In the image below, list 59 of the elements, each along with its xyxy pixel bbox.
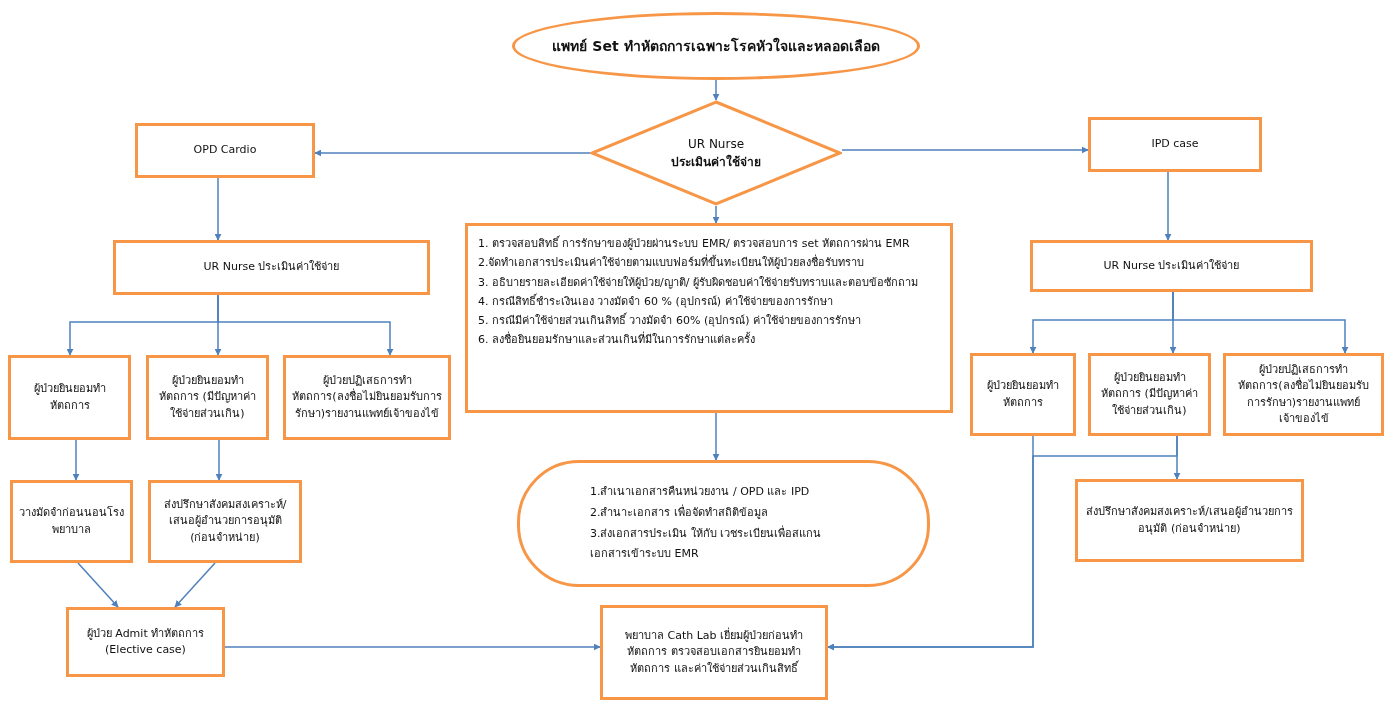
process-box <box>1223 353 1384 436</box>
box-label: ผู้ป่วยยินยอมทำหัตถการ <box>32 381 107 414</box>
arrow <box>214 177 222 241</box>
box-label: ผู้ป่วยยินยอมทำหัตถการ (มีปัญหาค่าใช้จ่ายส่วนเกิน) <box>158 372 257 422</box>
list-item: 3.ส่งเอกสารประเมิน ให้กับ เวชระเบียนเพื่อสแกนเอกสารเข้าระบบ EMR <box>590 524 823 563</box>
list-item: 1.สำเนาเอกสารคืนหน่วยงาน / OPD และ IPD <box>590 483 810 500</box>
process-box <box>970 353 1076 436</box>
process-box <box>146 355 269 440</box>
process-box <box>113 240 430 295</box>
box-label: ผู้ป่วยยินยอมทำหัตถการ (มีปัญหาค่าใช้จ่ายส่วนเกิน) <box>1100 369 1199 419</box>
arrow <box>712 412 720 461</box>
arrow <box>224 643 601 651</box>
process-box <box>1088 353 1211 436</box>
process-box <box>66 607 225 677</box>
process-box <box>1088 117 1262 172</box>
arrow <box>77 562 119 608</box>
arrow <box>1172 291 1349 354</box>
box-label: พยาบาล Cath Lab เยี่ยมผู้ป่วยก่อนทำหัตถการ ตรวจสอบเอกสารยินยอมทำหัตถการ และค่าใช้จ่ายส่วนเกินสิทธิ์ <box>623 627 805 677</box>
arrow <box>72 439 80 481</box>
list-item: 2.สำนาะเอกสาร เพื่อจัดทำสถิติข้อมูล <box>590 503 768 521</box>
process-box <box>10 480 133 563</box>
box-label: OPD Cardio <box>193 142 257 159</box>
box-label: ผู้ป่วย Admit ทำหัตถการ (Elective case) <box>85 625 206 658</box>
box-label: แพทย์ Set ทำหัตถการเฉพาะโรคหัวใจและหลอดเลือด <box>552 36 880 56</box>
arrow <box>217 294 394 356</box>
process-box <box>283 355 451 440</box>
list-item: 6. ลงชื่อยินยอมรักษาและส่วนเกินที่มีในการรักษาแต่ละครั้ง <box>478 330 755 349</box>
arrow <box>712 205 720 224</box>
arrow <box>314 149 591 157</box>
box-label: UR Nurse ประเมินค่าใช้จ่าย <box>203 259 340 276</box>
box-label: ผู้ป่วยปฏิเสธการทำหัตถการ(ลงชื่อไม่ยินยอมรับการรักษา)รายงานแพทย์เจ้าของไข้ <box>292 372 442 422</box>
arrow <box>215 439 223 481</box>
list-item: 4. กรณีสิทธิ์ชำระเงินเอง วางมัดจำ 60 % (อุปกรณ์) ค่าใช้จ่ายของการรักษา <box>478 292 833 310</box>
list-item: 3. อธิบายรายละเอียดค่าใช้จ่ายให้ผู้ป่วย/ญาติ/ ผู้รับผิดชอบค่าใช้จ่ายรับทราบและตอบข้อซักถาม <box>478 274 918 291</box>
box-label: ส่งปรึกษาสังคมสงเคราะห์/เสนอผู้อำนวยการอนุมัติ (ก่อนจำหน่าย) <box>162 496 288 546</box>
box-label: IPD case <box>1151 136 1199 153</box>
process-box <box>465 223 953 413</box>
process-box <box>135 123 315 178</box>
arrow <box>827 435 1178 651</box>
arrow <box>174 562 216 608</box>
arrow <box>712 79 720 101</box>
process-box <box>8 355 131 440</box>
process-box <box>1030 240 1313 292</box>
process-box <box>600 605 828 700</box>
list-item: 1. ตรวจสอบสิทธิ์ การรักษาของผู้ป่วยผ่านระบบ EMR/ ตรวจสอบการ set หัตถการผ่าน EMR <box>478 234 910 252</box>
box-label: ผู้ป่วยยินยอมทำหัตถการ <box>986 378 1060 411</box>
arrow <box>1164 171 1172 241</box>
decision-diamond <box>590 100 842 206</box>
box-label: UR Nurse ประเมินค่าใช้จ่าย <box>1103 257 1240 274</box>
box-label: ประเมินค่าใช้จ่าย <box>671 153 761 171</box>
box-label: ส่งปรึกษาสังคมสงเคราะห์/เสนอผู้อำนวยการอนุมัติ (ก่อนจำหน่าย) <box>1085 504 1294 537</box>
list-item: 2.จัดทำเอกสารประเมินค่าใช้จ่ายตามแบบฟอร์มที่ขึ้นทะเบียนให้ผู้ป่วยลงชื่อรับทราบ <box>478 253 865 272</box>
process-box <box>148 480 302 563</box>
box-label: ผู้ป่วยปฏิเสธการทำหัตถการ(ลงชื่อไม่ยินยอมรับการรักษา)รายงานแพทย์เจ้าของไข้ <box>1237 361 1370 427</box>
arrow <box>841 146 1089 154</box>
box-label: UR Nurse <box>687 136 745 153</box>
list-item: 5. กรณีมีค่าใช้จ่ายส่วนเกินสิทธิ์ วางมัดจำ 60% (อุปกรณ์) ค่าใช้จ่ายของการรักษา <box>478 311 861 329</box>
box-label: วางมัดจำก่อนนอนโรงพยาบาล <box>19 505 124 538</box>
process-box <box>1075 479 1304 562</box>
